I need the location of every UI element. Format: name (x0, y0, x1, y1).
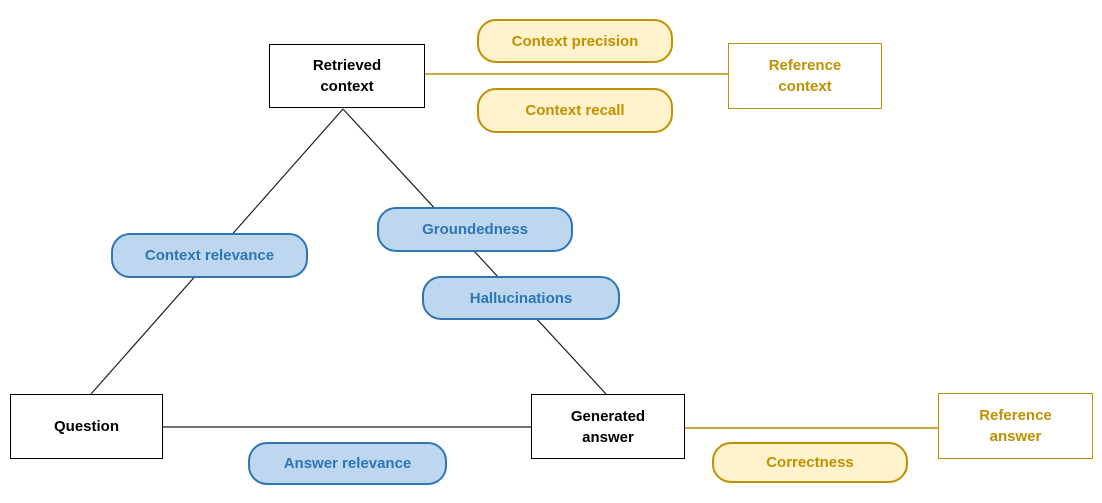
node-question: Question (10, 394, 163, 459)
metric-pill-context-precision: Context precision (477, 19, 673, 63)
metric-pill-context-recall: Context recall (477, 88, 673, 133)
metric-pill-answer-relevance: Answer relevance (248, 442, 447, 485)
metric-pill-context-relevance: Context relevance (111, 233, 308, 278)
node-retrieved-context: Retrieved context (269, 44, 425, 108)
node-generated-answer: Generated answer (531, 394, 685, 459)
metric-pill-hallucinations: Hallucinations (422, 276, 620, 320)
metric-pill-groundedness: Groundedness (377, 207, 573, 252)
metric-pill-correctness: Correctness (712, 442, 908, 483)
node-reference-answer: Reference answer (938, 393, 1093, 459)
node-reference-context: Reference context (728, 43, 882, 109)
